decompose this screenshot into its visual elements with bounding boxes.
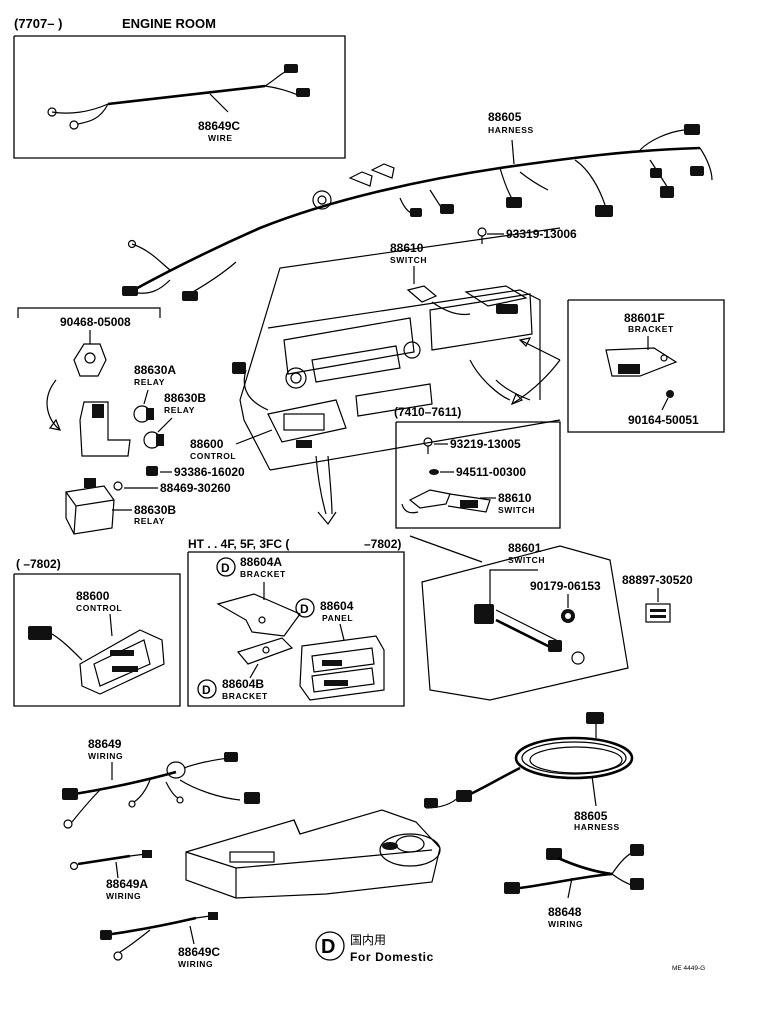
label-88649a-number: 88649A [106, 877, 148, 891]
range-ht-suffix: –7802) [364, 537, 401, 551]
label-88600-main-name: CONTROL [190, 451, 236, 461]
label-88649c-bottom-name: WIRING [178, 959, 213, 969]
range-ht-prefix: HT . . 4F, 5F, 3FC ( [188, 537, 289, 551]
label-88600-inset-name: CONTROL [76, 603, 122, 613]
label-88610-top-name: SWITCH [390, 255, 427, 265]
dashboard [239, 227, 561, 471]
panel-88604 [299, 635, 385, 701]
bracket-88604b [236, 637, 294, 665]
wiring-88648 [504, 844, 644, 894]
bracket-88601f-box [567, 299, 725, 433]
label-88649-name: WIRING [88, 751, 123, 761]
clip-90468 [73, 343, 107, 377]
switch-88601-box [421, 545, 629, 701]
label-88649c-bottom-number: 88649C [178, 945, 220, 959]
label-88648-number: 88648 [548, 905, 582, 919]
heater-unit [185, 795, 461, 899]
control-88600-dash [232, 362, 347, 448]
relay-holder [79, 401, 131, 457]
label-88897-number: 88897-30520 [622, 573, 693, 587]
label-90179-number: 90179-06153 [530, 579, 601, 593]
label-88630b-b-name: RELAY [134, 516, 165, 526]
label-90164-number: 90164-50051 [628, 413, 699, 427]
label-88604a-name: BRACKET [240, 569, 286, 579]
label-88610-inset-number: 88610 [498, 491, 532, 505]
label-94511-number: 94511-00300 [456, 465, 526, 479]
label-88649c-top-number: 88649C [198, 119, 240, 133]
inset-engine-room [13, 35, 346, 159]
label-88649a-name: WIRING [106, 891, 141, 901]
engine-room-range: (7707– ) [14, 16, 62, 31]
label-88601-number: 88601 [508, 541, 542, 555]
label-88601f-name: BRACKET [628, 324, 674, 334]
legend-domestic: D 国内用 For Domestic [315, 931, 434, 964]
legend-japanese: 国内用 [350, 933, 386, 947]
switch-88601 [474, 604, 585, 665]
drawing-code: ME 4449-G [672, 965, 705, 972]
label-88604b-name: BRACKET [222, 691, 268, 701]
label-88610-top-number: 88610 [390, 241, 424, 255]
label-88630b-b-number: 88630B [134, 503, 176, 517]
wiring-88649a [69, 850, 152, 871]
domestic-mark-symbol-2: D [300, 602, 309, 616]
label-90468-number: 90468-05008 [60, 315, 131, 329]
label-88648-name: WIRING [548, 919, 583, 929]
label-88649c-top-name: WIRE [208, 133, 233, 143]
harness-88605-bottom [456, 712, 634, 802]
label-88604-number: 88604 [320, 599, 354, 613]
domestic-mark-88604a: D [216, 557, 236, 577]
label-88610-inset-name: SWITCH [498, 505, 535, 515]
switch-88610-inset [401, 489, 491, 514]
domestic-mark-symbol-3: D [202, 683, 211, 697]
relay-88630b-big [65, 478, 115, 535]
label-88601-name: SWITCH [508, 555, 545, 565]
domestic-mark-88604: D [295, 598, 315, 618]
label-88469-number: 88469-30260 [160, 481, 231, 495]
wiring-88649c-bottom [100, 912, 218, 961]
label-93219-number: 93219-13005 [450, 437, 521, 451]
label-88600-inset-number: 88600 [76, 589, 110, 603]
label-93386-number: 93386-16020 [174, 465, 245, 479]
range-7802-left: ( –7802) [16, 557, 61, 571]
bracket-88601f [605, 347, 678, 377]
domestic-mark-88604b: D [197, 679, 217, 699]
inset-7410-7611 [395, 421, 561, 529]
label-93319-number: 93319-13006 [506, 227, 577, 241]
engine-room-title: ENGINE ROOM [122, 16, 216, 31]
label-88604a-number: 88604A [240, 555, 282, 569]
label-88630a-number: 88630A [134, 363, 176, 377]
inset-88600-control [13, 573, 181, 707]
label-88649-number: 88649 [88, 737, 122, 751]
label-88601f-number: 88601F [624, 311, 665, 325]
label-88604-name: PANEL [322, 613, 353, 623]
switch-88610-top [406, 285, 528, 316]
bracket-88604a [216, 593, 301, 637]
label-88630a-name: RELAY [134, 377, 165, 387]
range-7410-7611: (7410–7611) [394, 405, 461, 419]
label-88604b-number: 88604B [222, 677, 264, 691]
label-88605-bottom-number: 88605 [574, 809, 608, 823]
label-88605-top-number: 88605 [488, 110, 522, 124]
inset-ht [187, 551, 405, 707]
control-88600-inset [28, 626, 165, 695]
legend-english: For Domestic [350, 950, 434, 964]
label-88630b-a-name: RELAY [164, 405, 195, 415]
main-harness-88605 [122, 124, 713, 301]
wiring-88649 [62, 752, 260, 829]
legend-symbol: D [321, 936, 335, 958]
label-88600-main-number: 88600 [190, 437, 224, 451]
label-88630b-a-number: 88630B [164, 391, 206, 405]
label-88605-bottom-name: HARNESS [574, 822, 620, 832]
label-88605-top-name: HARNESS [488, 125, 534, 135]
label-plate-88897 [645, 603, 671, 623]
domestic-mark-symbol-1: D [221, 561, 230, 575]
